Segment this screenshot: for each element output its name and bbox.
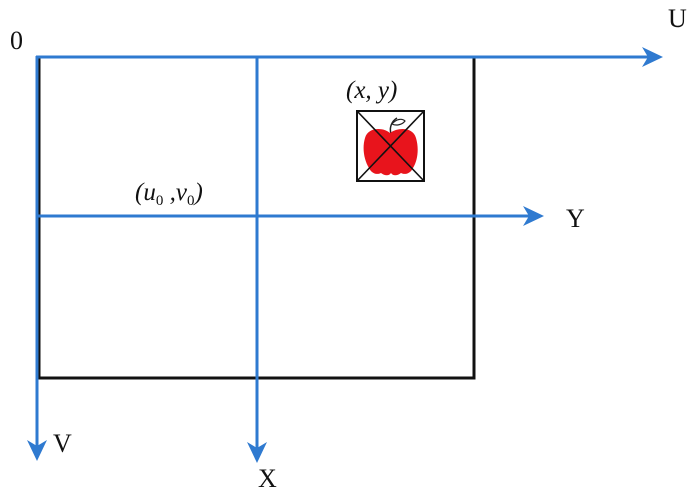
object-point-label: (x, y) [346, 77, 398, 104]
object-bounding-box [356, 110, 425, 182]
principal-point-mid: ,v [163, 179, 187, 206]
principal-point-suffix: ) [194, 179, 203, 206]
x-axis-arrow [247, 56, 267, 463]
u-axis-arrow [36, 47, 663, 67]
apple-icon [363, 117, 418, 176]
principal-point-label: (u0 ,v0) [135, 180, 203, 209]
v-axis-arrow [27, 56, 47, 461]
principal-point-sub-u: 0 [155, 193, 164, 209]
x-axis-label: X [258, 464, 277, 493]
origin-label: 0 [10, 26, 23, 55]
principal-point-sub-v: 0 [186, 193, 195, 209]
principal-point-prefix: (u [135, 179, 156, 206]
y-axis-label: Y [566, 204, 585, 233]
v-axis-label: V [53, 429, 72, 458]
y-axis-arrow [36, 206, 544, 226]
u-axis-label: U [668, 4, 687, 33]
